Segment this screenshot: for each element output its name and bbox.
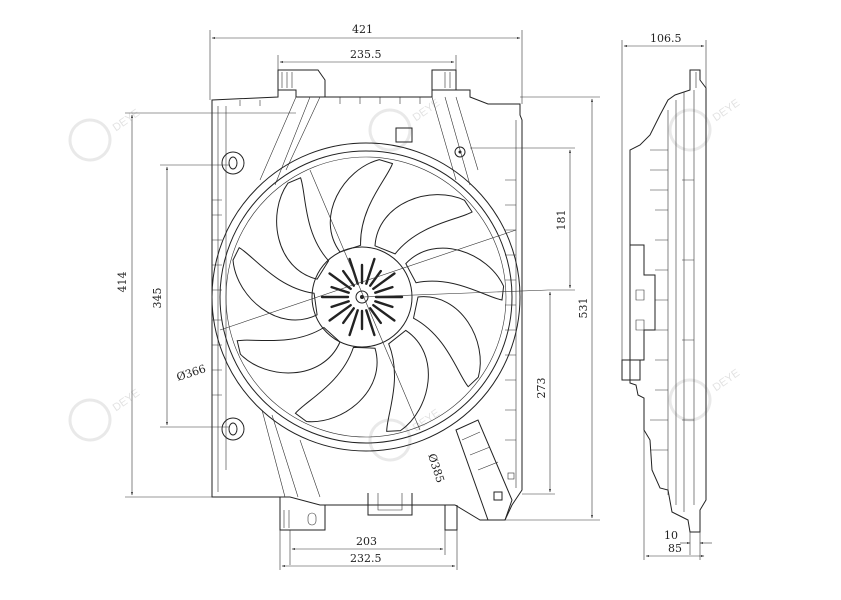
hub-slot bbox=[365, 257, 376, 285]
fan-blades bbox=[232, 159, 505, 432]
front-dimensions: 421 235.5 414 345 Ø366 Ø385 181 273 531 bbox=[116, 23, 600, 570]
hub-slot bbox=[330, 285, 350, 294]
lower-left-hole bbox=[221, 417, 245, 441]
hub-slot bbox=[374, 285, 394, 294]
fan-blade bbox=[405, 247, 505, 301]
hub-slot bbox=[372, 304, 396, 322]
hub-slot bbox=[348, 309, 359, 337]
dim-left-height: 414 bbox=[116, 272, 129, 293]
dim-side-depth: 106.5 bbox=[650, 32, 682, 45]
fan-blade bbox=[236, 326, 341, 374]
hub-slots bbox=[320, 257, 404, 337]
svg-text:DEYE: DEYE bbox=[111, 387, 142, 414]
dim-fan-diameter: Ø366 bbox=[175, 362, 208, 384]
hub-slot bbox=[328, 304, 352, 322]
bottom-center-clip bbox=[367, 493, 413, 516]
dim-side-small: 10 bbox=[664, 529, 678, 542]
side-motor-block bbox=[630, 244, 656, 361]
fan-blade bbox=[329, 159, 394, 253]
upper-left-hole bbox=[221, 151, 245, 175]
fan-hub bbox=[311, 246, 413, 348]
fan-blade bbox=[294, 346, 378, 423]
dim-upper-offset: 181 bbox=[555, 210, 568, 231]
top-right-mount bbox=[431, 69, 457, 90]
dim-bottom-outer: 232.5 bbox=[350, 552, 382, 565]
shroud-ring-inner bbox=[219, 150, 513, 444]
side-view bbox=[621, 69, 707, 533]
fan-ring bbox=[225, 156, 507, 438]
dim-left-hole-spacing: 345 bbox=[151, 288, 164, 309]
fan-blade bbox=[276, 177, 330, 280]
dim-lower-offset: 273 bbox=[535, 378, 548, 399]
dim-shroud-diameter: Ø385 bbox=[425, 452, 447, 485]
dim-overall-height: 531 bbox=[577, 298, 590, 319]
svg-text:DEYE: DEYE bbox=[411, 97, 442, 124]
hub-slot bbox=[342, 307, 355, 325]
side-ribs bbox=[212, 97, 516, 441]
dim-side-base: 85 bbox=[668, 542, 682, 555]
hub-slot bbox=[369, 307, 382, 325]
dim-top-mount-spacing: 235.5 bbox=[350, 48, 382, 61]
upper-right-bracket bbox=[395, 127, 413, 143]
watermark-logo-icon: DEYE bbox=[668, 367, 742, 422]
svg-text:DEYE: DEYE bbox=[111, 107, 142, 134]
hub-slot bbox=[369, 269, 382, 287]
watermark-logo-icon: DEYE bbox=[368, 97, 442, 152]
hub-slot bbox=[372, 272, 396, 290]
svg-text:DEYE: DEYE bbox=[711, 97, 742, 124]
shroud-ring-outer bbox=[211, 142, 521, 452]
hub-slot bbox=[330, 300, 350, 309]
bottom-right-mount bbox=[444, 505, 458, 531]
hub-slot bbox=[374, 300, 394, 309]
watermark-logo-icon: DEYE bbox=[68, 107, 142, 162]
fan-blade bbox=[374, 194, 473, 255]
connector-housing bbox=[455, 419, 513, 521]
fan-blade bbox=[412, 296, 481, 388]
fan-blade bbox=[232, 247, 318, 321]
bottom-left-mount bbox=[279, 497, 326, 531]
watermark-logo-icon: DEYE bbox=[68, 387, 142, 442]
hub-slot bbox=[365, 309, 376, 337]
svg-text:DEYE: DEYE bbox=[711, 367, 742, 394]
fan-blade bbox=[386, 329, 429, 432]
side-connector bbox=[621, 359, 641, 381]
side-profile-outline bbox=[629, 69, 707, 533]
dim-overall-width: 421 bbox=[352, 23, 373, 36]
dim-bottom-inner: 203 bbox=[356, 535, 377, 548]
shroud-outline bbox=[211, 89, 523, 521]
hub-slot bbox=[328, 272, 352, 290]
top-left-mount bbox=[277, 69, 326, 97]
side-dimensions: 106.5 10 85 bbox=[621, 32, 712, 560]
watermark-logo-icon: DEYE bbox=[668, 97, 742, 152]
front-view bbox=[211, 69, 549, 531]
hub-slot bbox=[342, 269, 355, 287]
